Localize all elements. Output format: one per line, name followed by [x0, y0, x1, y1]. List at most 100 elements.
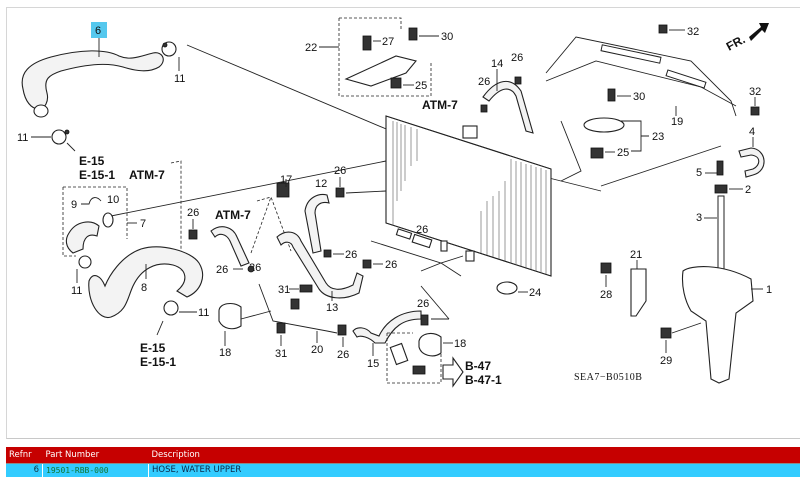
- callout-26[interactable]: 26: [187, 207, 199, 219]
- callout-31[interactable]: 31: [275, 348, 287, 360]
- overflow-hose-4[interactable]: [738, 147, 765, 178]
- hose-12[interactable]: [304, 193, 330, 254]
- callout-26[interactable]: 26: [511, 52, 523, 64]
- ref-atm7[interactable]: ATM-7: [129, 168, 165, 182]
- table-row[interactable]: 6 19501-RBB-000 HOSE, WATER UPPER: [6, 463, 800, 477]
- callout-26[interactable]: 26: [417, 298, 429, 310]
- callout-27[interactable]: 27: [382, 36, 394, 48]
- mount-bracket-23: [583, 117, 625, 133]
- atf-hose-14[interactable]: [482, 81, 534, 134]
- front-indicator-label: FR.: [724, 32, 748, 53]
- thermo-switch-bracket: [389, 342, 409, 366]
- callout-20[interactable]: 20: [311, 344, 323, 356]
- radiator[interactable]: [385, 115, 552, 277]
- callout-31[interactable]: 31: [278, 284, 290, 296]
- callout-18[interactable]: 18: [454, 338, 466, 350]
- bolt-29: [660, 327, 672, 339]
- callout-26[interactable]: 26: [385, 259, 397, 271]
- ref-atm7[interactable]: ATM-7: [422, 98, 458, 112]
- callout-26[interactable]: 26: [345, 249, 357, 261]
- callout-26[interactable]: 26: [334, 165, 346, 177]
- thermostat-housing-18[interactable]: [218, 302, 242, 330]
- rod-3: [717, 195, 725, 272]
- hose-clamp-icon: [51, 129, 70, 145]
- bolt-30: [408, 27, 418, 41]
- callout-14[interactable]: 14: [491, 58, 503, 70]
- callout-26[interactable]: 26: [216, 264, 228, 276]
- row-part-number[interactable]: 19501-RBB-000: [42, 463, 149, 477]
- ref-e15-1[interactable]: E-15-1: [79, 168, 115, 182]
- callout-11[interactable]: 11: [174, 73, 185, 85]
- callout-9[interactable]: 9: [71, 199, 77, 211]
- water-outlet-7[interactable]: [65, 221, 100, 254]
- ref-e15[interactable]: E-15: [140, 341, 166, 355]
- lower-water-hose-8[interactable]: [88, 246, 204, 318]
- oil-cooler-pipes[interactable]: [545, 36, 737, 117]
- clip-27: [362, 35, 372, 51]
- parts-table: Refnr Part Number Description 6 19501-RB…: [6, 447, 800, 477]
- callout-2[interactable]: 2: [745, 184, 751, 196]
- callout-25[interactable]: 25: [415, 80, 427, 92]
- callout-18[interactable]: 18: [219, 347, 231, 359]
- callout-32[interactable]: 32: [749, 86, 761, 98]
- callout-28[interactable]: 28: [600, 289, 612, 301]
- ref-b47-1[interactable]: B-47-1: [465, 373, 502, 387]
- header-refnr[interactable]: Refnr: [6, 447, 43, 464]
- callout-19[interactable]: 19: [671, 116, 683, 128]
- row-description: HOSE, WATER UPPER: [148, 463, 800, 477]
- callout-29[interactable]: 29: [660, 355, 672, 367]
- ref-e15-1[interactable]: E-15-1: [140, 355, 176, 369]
- callout-7[interactable]: 7: [140, 218, 146, 230]
- front-arrow-icon: [749, 23, 769, 41]
- mount-25: [390, 77, 402, 89]
- hose-clamp-icon: [161, 41, 177, 57]
- callout-32[interactable]: 32: [687, 26, 699, 38]
- coolant-reservoir[interactable]: [681, 266, 754, 384]
- callout-26[interactable]: 26: [337, 349, 349, 361]
- callout-10[interactable]: 10: [107, 194, 119, 206]
- callout-21[interactable]: 21: [630, 249, 642, 261]
- hose-13[interactable]: [276, 231, 364, 299]
- thermo-switch-18[interactable]: [418, 332, 442, 357]
- callout-23[interactable]: 23: [652, 131, 664, 143]
- diagram-code: SEA7−B0510B: [574, 372, 642, 383]
- callout-4[interactable]: 4: [749, 126, 755, 138]
- header-part-number[interactable]: Part Number: [42, 447, 149, 464]
- callout-17[interactable]: 17: [280, 174, 292, 186]
- bracket-21: [630, 268, 647, 317]
- parts-diagram: 6 11 11 E-15 E-15-1 ATM-7 22 27 30 25 AT…: [6, 7, 800, 439]
- callout-11[interactable]: 11: [198, 307, 209, 319]
- callout-15[interactable]: 15: [367, 358, 379, 370]
- callout-30[interactable]: 30: [633, 91, 645, 103]
- reference-arrow-icon: [442, 356, 464, 388]
- callout-11[interactable]: 11: [71, 285, 82, 297]
- ref-atm7[interactable]: ATM-7: [215, 208, 251, 222]
- callout-11[interactable]: 11: [17, 132, 28, 144]
- parts-table-header: Refnr Part Number Description: [6, 447, 800, 464]
- callout-1[interactable]: 1: [766, 284, 772, 296]
- bypass-hose[interactable]: [210, 226, 250, 267]
- callout-30[interactable]: 30: [441, 31, 453, 43]
- callout-24[interactable]: 24: [529, 287, 541, 299]
- callout-26[interactable]: 26: [478, 76, 490, 88]
- mount-cushion-24: [496, 281, 518, 295]
- callout-8[interactable]: 8: [141, 282, 147, 294]
- ref-b47[interactable]: B-47: [465, 359, 491, 373]
- header-description[interactable]: Description: [148, 447, 800, 464]
- exploded-view-svg: 6 11 11 E-15 E-15-1 ATM-7 22 27 30 25 AT…: [17, 17, 772, 388]
- radiator-cap[interactable]: [462, 125, 478, 139]
- row-refnr: 6: [33, 465, 39, 476]
- clip-28: [600, 262, 612, 274]
- upper-water-hose[interactable]: [21, 50, 164, 118]
- selected-ref-highlight: [91, 22, 107, 38]
- callout-26[interactable]: 26: [416, 224, 428, 236]
- callout-22[interactable]: 22: [305, 42, 317, 54]
- radiator-bracket: [344, 55, 417, 87]
- callout-5[interactable]: 5: [696, 167, 702, 179]
- callout-12[interactable]: 12: [315, 178, 327, 190]
- callout-3[interactable]: 3: [696, 212, 702, 224]
- callout-13[interactable]: 13: [326, 302, 338, 314]
- callout-6[interactable]: 6: [95, 25, 101, 37]
- callout-25[interactable]: 25: [617, 147, 629, 159]
- ref-e15[interactable]: E-15: [79, 154, 105, 168]
